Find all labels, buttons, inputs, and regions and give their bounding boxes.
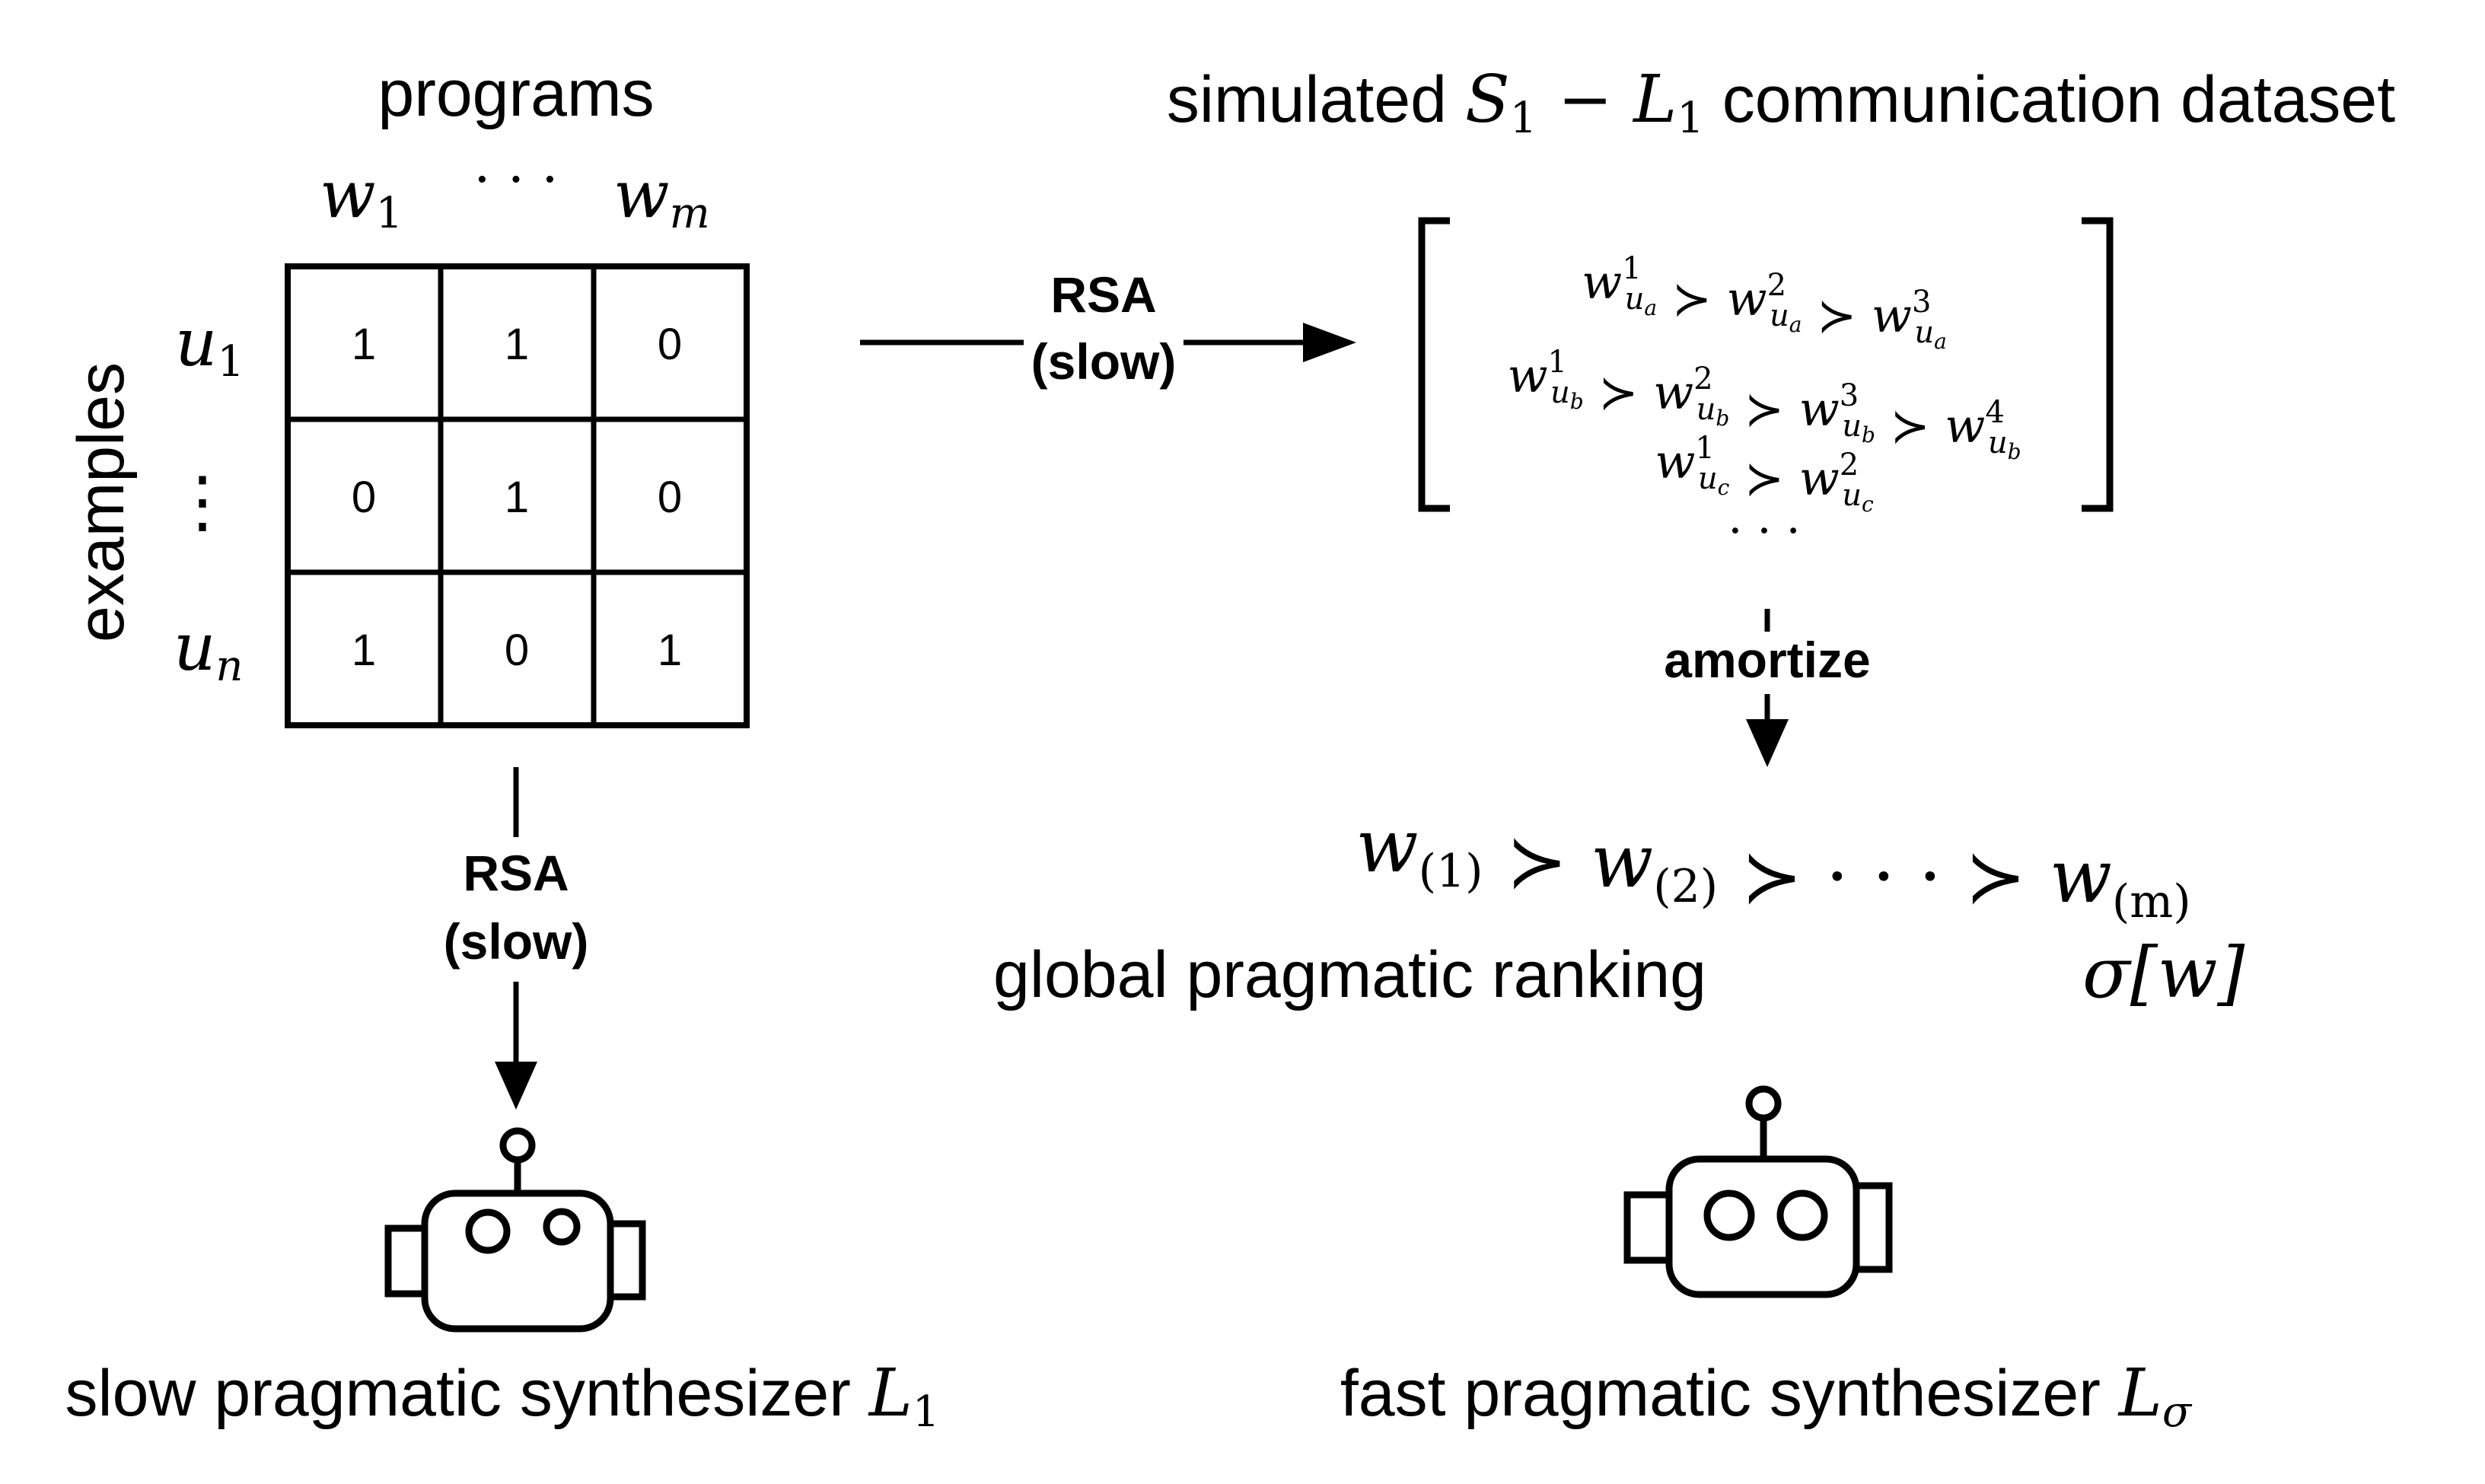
column-header-ellipsis: · · · [473, 148, 558, 211]
matrix-cell: 0 [505, 626, 529, 675]
row-headers: u1 ⋮ un [168, 305, 244, 691]
matrix-cell: 0 [352, 473, 376, 522]
matrix-cell: 1 [658, 626, 682, 675]
matrix-cell: 1 [505, 473, 529, 522]
column-headers: w1 · · · wm [320, 148, 710, 238]
ranking-label: global pragmatic ranking [993, 938, 1706, 1011]
arrow-head [1303, 323, 1356, 362]
rsa-slow-label-middle: (slow) [1031, 333, 1177, 390]
matrix-cell: 1 [352, 626, 376, 675]
row-header-first: u1 [175, 305, 244, 387]
left-bracket [1418, 217, 1450, 512]
matrix-frame [285, 263, 750, 728]
rsa-right-arrow: RSA (slow) [860, 266, 1356, 390]
dataset-brackets [1418, 217, 2114, 512]
amortize-label: amortize [1664, 632, 1870, 688]
arrow-head [495, 1062, 537, 1110]
slow-synthesizer-label: slow pragmatic synthesizer L1 [65, 1355, 939, 1437]
programs-matrix: 1 1 0 0 1 0 1 0 1 [285, 263, 750, 728]
fast-robot-icon [1623, 1085, 1893, 1298]
programs-label: programs [378, 57, 654, 130]
dataset-title: simulated S1 − L1 communication dataset [1167, 62, 2395, 143]
column-header-last: wm [613, 157, 710, 238]
row-header-ellipsis: ⋮ [168, 462, 237, 542]
matrix-cell: 0 [658, 320, 682, 369]
amortize-arrow: amortize [1664, 609, 1871, 767]
matrix-cell: 1 [505, 320, 529, 369]
rsa-slow-label-left: (slow) [444, 913, 589, 970]
examples-label: examples [65, 362, 138, 642]
ranking-symbol: σ[w] [2082, 932, 2244, 1014]
row-header-last: un [174, 610, 243, 691]
rsa-label-left: RSA [463, 845, 569, 901]
column-header-first: w1 [320, 157, 403, 238]
fast-synthesizer-label: fast pragmatic synthesizer Lσ [1340, 1355, 2193, 1437]
matrix-cell: 1 [352, 320, 376, 369]
ranking-chain: w(1) ≻ w(2) ≻ · · · ≻ w(m) [1356, 804, 2190, 928]
arrow-head [1746, 719, 1789, 767]
rsa-down-arrow: RSA (slow) [444, 767, 589, 1110]
rsa-label-middle: RSA [1050, 266, 1156, 323]
matrix-cell: 0 [658, 473, 682, 522]
slow-robot-icon [384, 1127, 646, 1333]
right-bracket [2082, 217, 2114, 512]
dataset-ellipsis: · · · [1728, 505, 1800, 558]
global-ranking-expression: w(1) ≻ w(2) ≻ · · · ≻ w(m) [1356, 804, 2190, 928]
